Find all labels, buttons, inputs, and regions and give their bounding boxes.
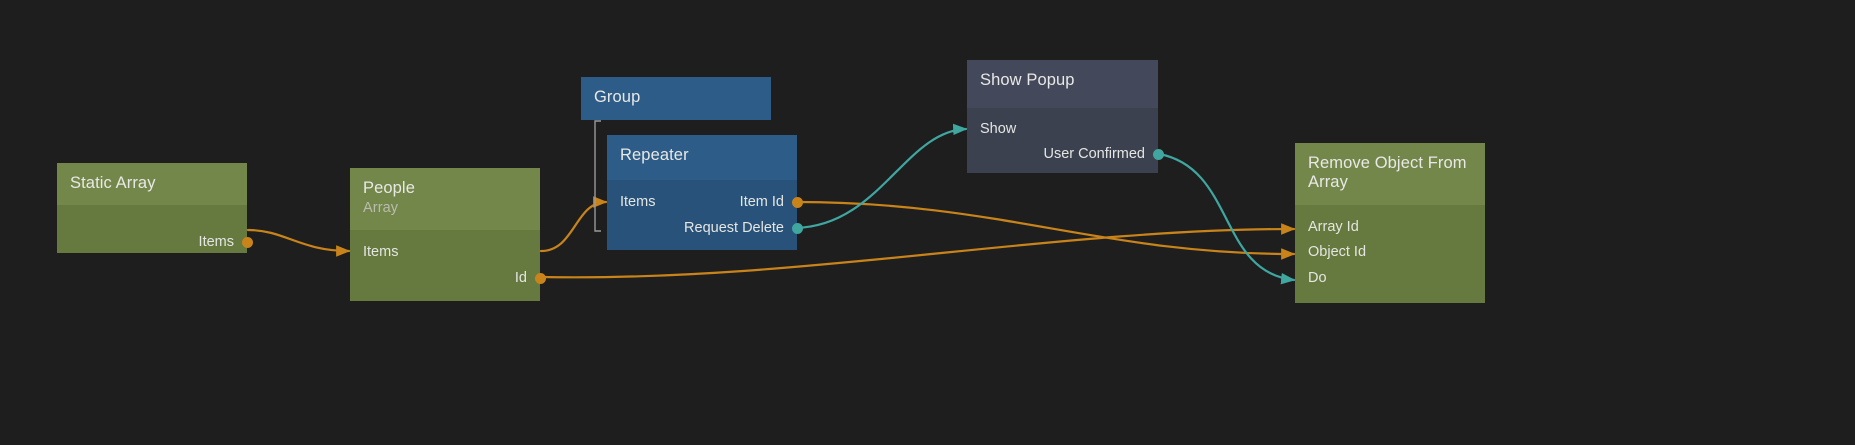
- port-connector-dot[interactable]: [791, 222, 803, 234]
- group-link-bracket: [594, 120, 601, 232]
- node-title-show-popup: Show Popup: [967, 60, 1158, 108]
- port-connector-dot[interactable]: [241, 236, 253, 248]
- edge-people-items-to-repeater-items[interactable]: [539, 196, 608, 253]
- port-label: Id: [514, 270, 527, 286]
- port-label: Object Id: [1308, 244, 1367, 260]
- port-label: Request Delete: [684, 220, 784, 236]
- port-label: Do: [1308, 270, 1327, 286]
- port-label: Array Id: [1308, 219, 1359, 235]
- output-port-user-confirmed[interactable]: User Confirmed: [967, 141, 1164, 167]
- input-port-do[interactable]: Do: [1295, 265, 1485, 291]
- input-port-items[interactable]: Items: [350, 239, 540, 265]
- node-title-text: People: [363, 179, 415, 197]
- output-port-request-delete[interactable]: Request Delete: [607, 215, 803, 241]
- node-title-text: Repeater: [620, 146, 689, 164]
- output-port-items[interactable]: Items: [57, 229, 253, 255]
- port-connector-dot[interactable]: [534, 272, 546, 284]
- port-label: Show: [980, 121, 1017, 137]
- port-label: User Confirmed: [1043, 146, 1145, 162]
- port-label: Items: [363, 244, 399, 260]
- output-port-item-id[interactable]: Item Id: [607, 189, 803, 215]
- node-title-group: Group: [581, 77, 771, 120]
- node-body-repeater: Item Id Request Delete Items: [607, 180, 803, 250]
- node-title-text: Static Array: [70, 174, 156, 192]
- node-subtitle-text: Array: [363, 200, 399, 216]
- port-label: Items: [198, 234, 234, 250]
- port-label: Item Id: [739, 194, 784, 210]
- port-label: Items: [620, 194, 656, 210]
- edge-static-items-to-people-items[interactable]: [246, 228, 351, 257]
- node-body-people: Id Items: [350, 230, 546, 301]
- input-port-object-id[interactable]: Object Id: [1295, 239, 1485, 265]
- node-title-text: Group: [594, 88, 641, 106]
- input-port-items[interactable]: Items: [607, 189, 797, 215]
- port-connector-dot[interactable]: [791, 196, 803, 208]
- input-port-array-id[interactable]: Array Id: [1295, 214, 1485, 240]
- port-connector-dot[interactable]: [1152, 148, 1164, 160]
- node-title-remove-object-from-array: Remove Object From Array: [1295, 143, 1485, 205]
- output-port-id[interactable]: Id: [350, 265, 546, 291]
- node-body-static-array: Items: [57, 205, 253, 255]
- node-title-text: Remove Object From Array: [1308, 154, 1467, 191]
- edge-repeater-itemid-to-object-id[interactable]: [795, 200, 1296, 260]
- node-group[interactable]: Group: [581, 77, 771, 120]
- node-body-show-popup: User Confirmed Show: [967, 108, 1164, 173]
- node-title-text: Show Popup: [980, 71, 1075, 89]
- node-body-remove-object-from-array: Array Id Object Id Do: [1295, 205, 1485, 303]
- node-title-static-array: Static Array: [57, 163, 247, 205]
- input-port-show[interactable]: Show: [967, 116, 1158, 142]
- edge-user-confirmed-to-do[interactable]: [1157, 152, 1296, 285]
- node-title-repeater: Repeater: [607, 135, 797, 180]
- edge-request-delete-to-show[interactable]: [793, 123, 968, 230]
